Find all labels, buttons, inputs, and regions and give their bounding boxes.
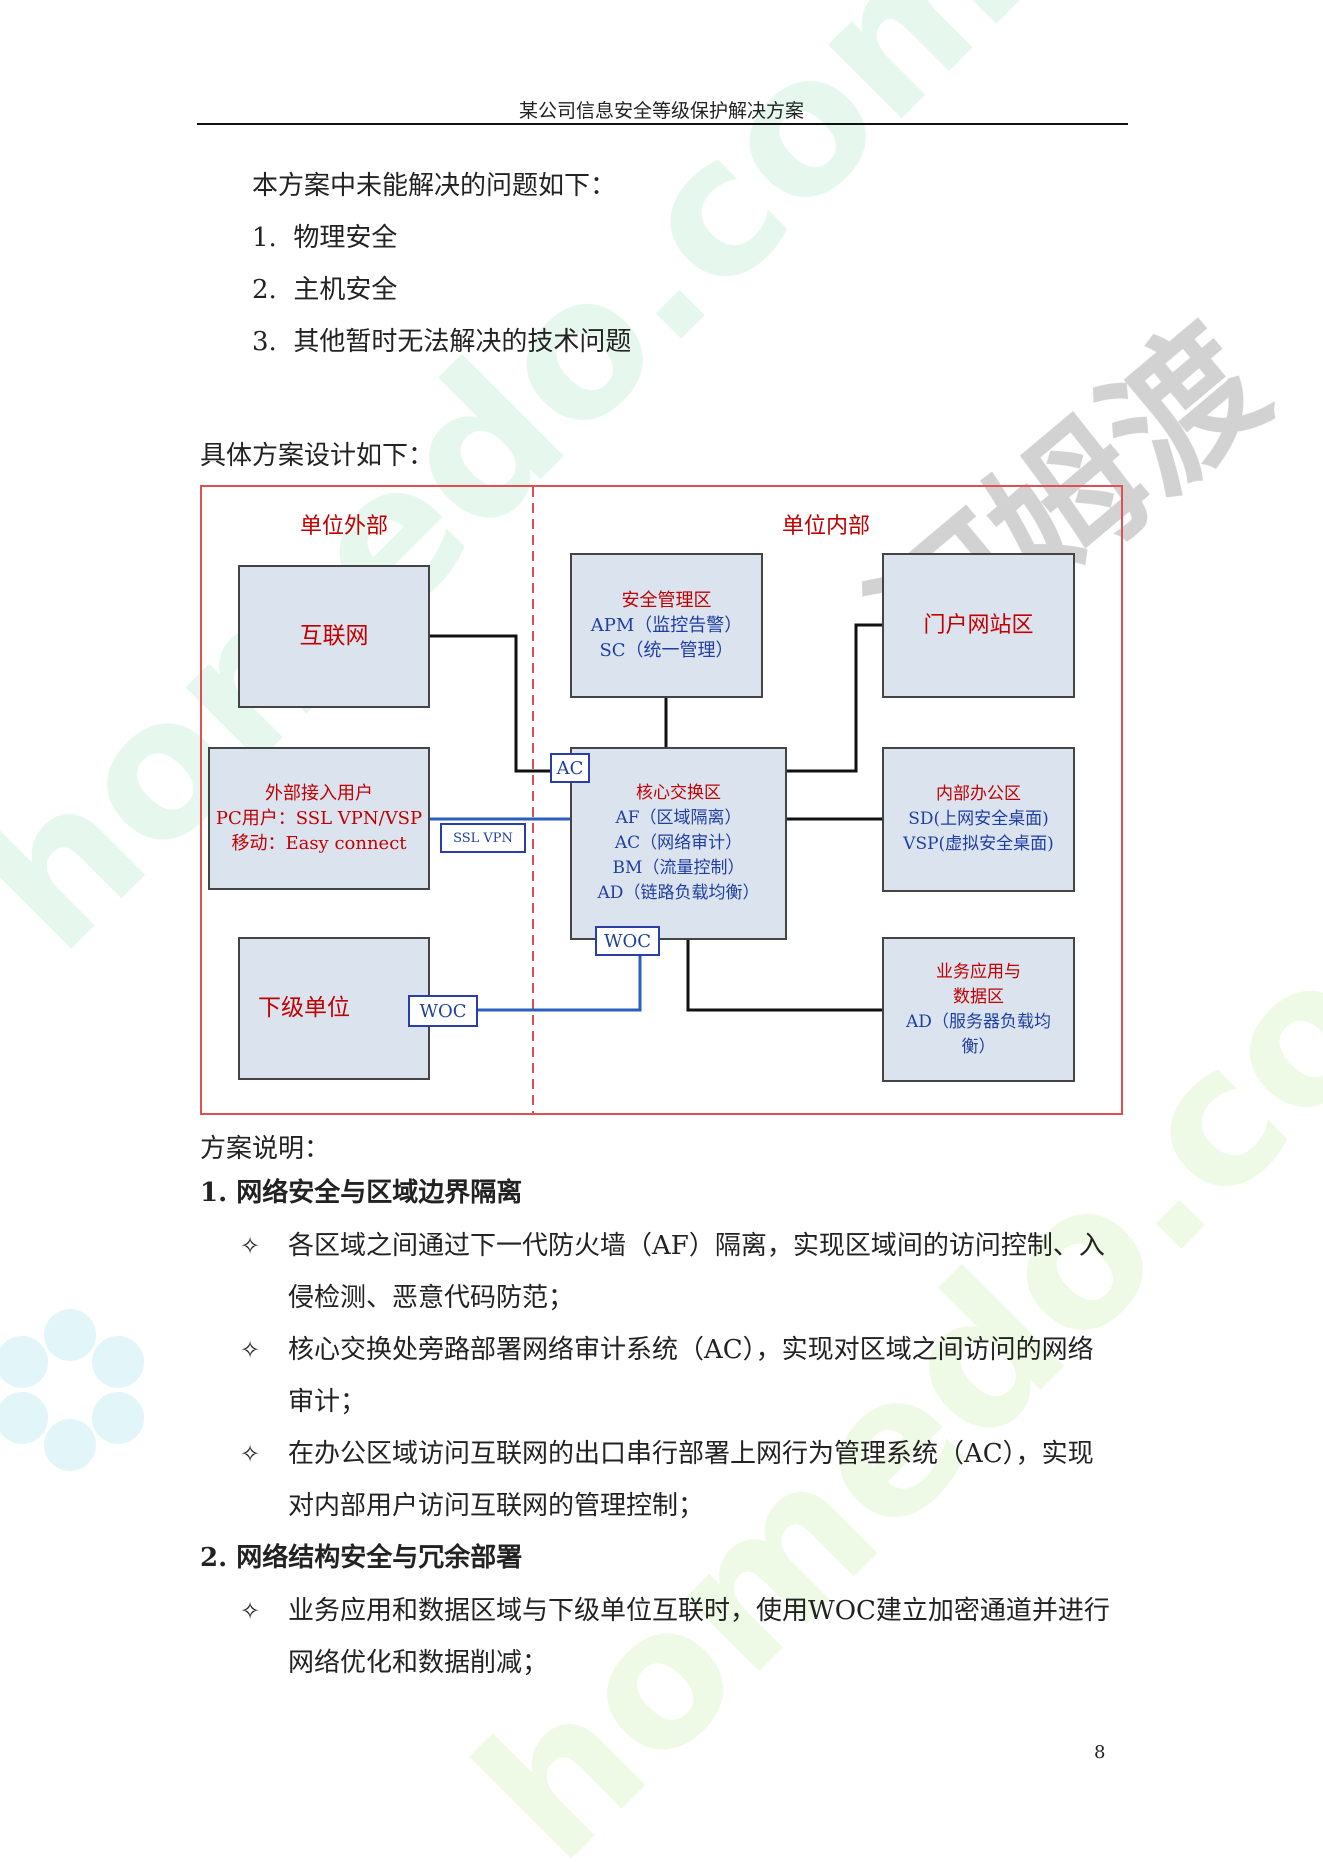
office-title: 内部办公区 bbox=[936, 784, 1021, 804]
external-users-box: 外部接入用户 PC用户：SSL VPN/VSP 移动：Easy connect bbox=[208, 747, 430, 890]
core-af: AF（区域隔离） bbox=[615, 808, 742, 828]
zone-label-inside: 单位内部 bbox=[782, 514, 871, 539]
bullet-1-1-line1: 各区域之间通过下一代防火墙（AF）隔离，实现区域间的访问控制、入 bbox=[288, 1231, 1105, 1261]
flower-logo-icon bbox=[0, 1309, 144, 1471]
security-mgmt-box: 安全管理区 APM（监控告警） SC（统一管理） bbox=[570, 553, 763, 698]
sub-unit-label: 下级单位 bbox=[258, 995, 350, 1021]
core-bm: BM（流量控制） bbox=[612, 858, 745, 878]
portal-label: 门户网站区 bbox=[923, 613, 1034, 638]
design-lead: 具体方案设计如下： bbox=[200, 441, 435, 471]
link-sub-woc bbox=[478, 940, 642, 1012]
intro-item-2: 2. 主机安全 bbox=[252, 275, 397, 305]
item-text: 物理安全 bbox=[293, 223, 398, 253]
bullet-1-2-line2: 审计； bbox=[288, 1387, 367, 1417]
bullet-1-2-line1: 核心交换处旁路部署网络审计系统（AC），实现对区域之间访问的网络 bbox=[288, 1335, 1094, 1365]
core-title: 核心交换区 bbox=[636, 783, 721, 803]
woc-sub-tag: WOC bbox=[408, 995, 478, 1027]
office-sd: SD(上网安全桌面) bbox=[908, 809, 1049, 829]
section-heading-text: 网络安全与区域边界隔离 bbox=[236, 1178, 523, 1208]
network-diagram: 单位外部 单位内部 互联网 外部接入用户 PC用户：SSL VPN/VSP 移动… bbox=[200, 485, 1123, 1115]
diagram-lines bbox=[200, 485, 1123, 1115]
intro-item-1: 1. 物理安全 bbox=[252, 223, 397, 253]
link-core-portal bbox=[787, 623, 882, 773]
security-mgmt-title: 安全管理区 bbox=[621, 590, 712, 611]
section-number: 1. bbox=[200, 1178, 228, 1208]
item-number: 3. bbox=[252, 327, 277, 357]
business-line2: 数据区 bbox=[953, 986, 1004, 1007]
bullet-1-1-line2: 侵检测、恶意代码防范； bbox=[288, 1283, 575, 1313]
sub-unit-box: 下级单位 bbox=[238, 937, 430, 1080]
intro-lead: 本方案中未能解决的问题如下： bbox=[252, 171, 617, 201]
section-number: 2. bbox=[200, 1543, 228, 1573]
core-ac: AC（网络审计） bbox=[614, 833, 743, 853]
section-2-heading: 2. 网络结构安全与冗余部署 bbox=[200, 1543, 522, 1573]
business-data-box: 业务应用与 数据区 AD（服务器负载均 衡） bbox=[882, 937, 1075, 1082]
bullet-2-1-line2: 网络优化和数据削减； bbox=[288, 1648, 549, 1678]
bullet-icon: ✧ bbox=[240, 1232, 261, 1260]
portal-box: 门户网站区 bbox=[882, 553, 1075, 698]
core-ad: AD（链路负载均衡） bbox=[597, 883, 760, 903]
security-mgmt-apm: APM（监控告警） bbox=[590, 615, 743, 636]
external-users-pc: PC用户：SSL VPN/VSP bbox=[215, 808, 423, 829]
office-vsp: VSP(虚拟安全桌面) bbox=[903, 834, 1054, 854]
item-text: 主机安全 bbox=[293, 275, 398, 305]
bullet-2-1-line1: 业务应用和数据区域与下级单位互联时，使用WOC建立加密通道并进行 bbox=[288, 1596, 1110, 1626]
bullet-1-3-line1: 在办公区域访问互联网的出口串行部署上网行为管理系统（AC），实现 bbox=[288, 1439, 1094, 1469]
bullet-icon: ✧ bbox=[240, 1597, 261, 1625]
bullet-icon: ✧ bbox=[240, 1336, 261, 1364]
core-switch-box: 核心交换区 AF（区域隔离） AC（网络审计） BM（流量控制） AD（链路负载… bbox=[570, 747, 787, 940]
office-box: 内部办公区 SD(上网安全桌面) VSP(虚拟安全桌面) bbox=[882, 747, 1075, 892]
section-heading-text: 网络结构安全与冗余部署 bbox=[236, 1543, 523, 1573]
bullet-icon: ✧ bbox=[240, 1440, 261, 1468]
bullet-1-3-line2: 对内部用户访问互联网的管理控制； bbox=[288, 1491, 705, 1521]
zone-label-outside: 单位外部 bbox=[300, 514, 389, 539]
link-internet-ac bbox=[430, 634, 550, 773]
woc-core-tag: WOC bbox=[595, 926, 660, 956]
link-core-business bbox=[686, 940, 882, 1012]
diagram-border bbox=[200, 485, 1123, 1115]
business-line1: 业务应用与 bbox=[936, 961, 1021, 982]
header-rule bbox=[197, 123, 1128, 125]
business-line3: AD（服务器负载均 bbox=[906, 1011, 1051, 1032]
external-users-title: 外部接入用户 bbox=[265, 783, 373, 804]
ac-tag: AC bbox=[550, 753, 590, 783]
internet-label: 互联网 bbox=[299, 623, 369, 649]
page-number: 8 bbox=[1094, 1742, 1106, 1763]
external-users-mobile: 移动：Easy connect bbox=[231, 833, 407, 854]
business-line4: 衡） bbox=[961, 1036, 996, 1057]
explain-title: 方案说明： bbox=[200, 1134, 331, 1164]
security-mgmt-sc: SC（统一管理） bbox=[599, 640, 734, 661]
internet-box: 互联网 bbox=[238, 565, 430, 708]
intro-item-3: 3. 其他暂时无法解决的技术问题 bbox=[252, 327, 631, 357]
ssl-vpn-tag: SSL VPN bbox=[440, 823, 526, 853]
item-number: 2. bbox=[252, 275, 277, 305]
item-number: 1. bbox=[252, 223, 277, 253]
item-text: 其他暂时无法解决的技术问题 bbox=[293, 327, 632, 357]
section-1-heading: 1. 网络安全与区域边界隔离 bbox=[200, 1178, 522, 1208]
page-header: 某公司信息安全等级保护解决方案 bbox=[518, 100, 804, 122]
